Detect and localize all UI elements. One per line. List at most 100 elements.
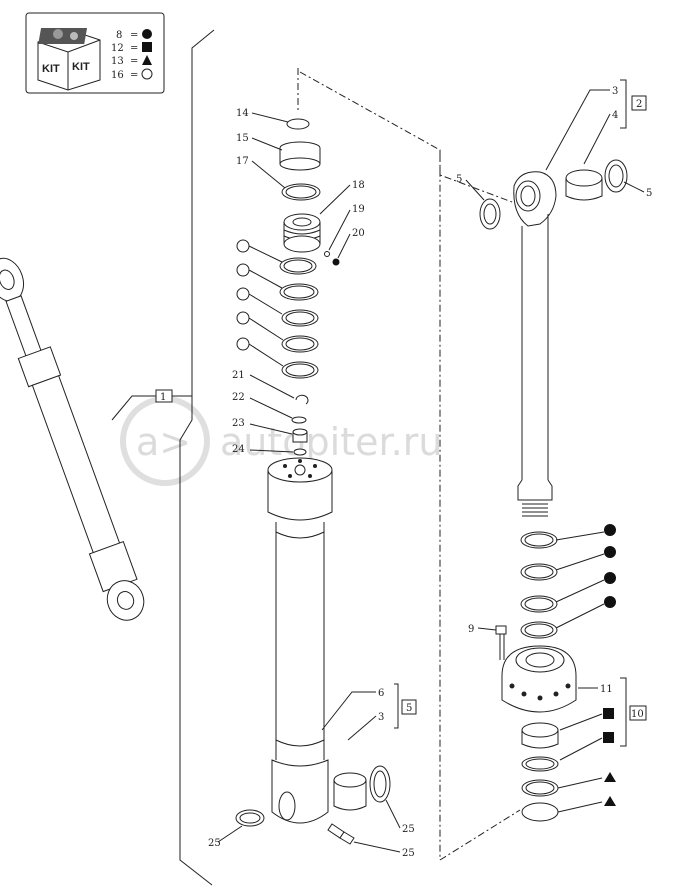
filled-circle-icon (142, 29, 152, 39)
callout-label: 21 (232, 370, 245, 381)
callout-label: 6 (378, 688, 384, 699)
rod-seal-rings (520, 531, 558, 639)
callout-label: 5 (406, 703, 412, 714)
watermark-logo: a> (136, 420, 191, 464)
leader-line (337, 233, 351, 259)
open-circle-icon (236, 287, 250, 301)
part-19-ball (324, 251, 330, 257)
axis-line-bottom (439, 809, 521, 861)
callout-label: 14 (236, 108, 249, 119)
callout-label: 3 (612, 86, 618, 97)
callout-label: 25 (208, 838, 221, 849)
callout-label: 25 (402, 848, 415, 859)
kit-legend: KIT KIT 8 = 12 = 13 = 16 = (25, 12, 165, 94)
leader-line (385, 799, 401, 829)
part-24-oring (293, 448, 307, 456)
part-23-nut (292, 428, 308, 443)
part-14-ring (286, 118, 310, 130)
leader-line (353, 841, 401, 853)
callout-label: 23 (232, 418, 245, 429)
part-5-rod-seal (479, 198, 501, 230)
filled-square-icon (603, 732, 614, 743)
callout-label: 4 (612, 110, 618, 121)
leader-line (321, 691, 376, 731)
leader-line (465, 179, 485, 201)
leader-line (623, 181, 645, 193)
part-22-washer (291, 416, 307, 424)
callout-label: 20 (352, 228, 365, 239)
kit-row-eq: = (130, 70, 138, 81)
leader-line (251, 160, 286, 189)
leader-line (545, 89, 610, 171)
leader-line (347, 715, 377, 741)
part-21-clip (295, 394, 309, 405)
leader-lines (555, 531, 605, 629)
bracket (620, 79, 627, 129)
kit-row-num: 8 (116, 30, 122, 41)
callout-label: 11 (600, 684, 613, 695)
kit-badge-right: KIT (72, 61, 90, 73)
leader-line (249, 397, 293, 419)
callout-label: 5 (646, 188, 652, 199)
part-20-ball (332, 258, 340, 266)
seal-ring-stack (279, 257, 319, 379)
kit-marks-open-circles (236, 239, 250, 351)
callout-label: 17 (236, 156, 249, 167)
kit-marks-filled-circles (604, 524, 616, 608)
leader-line (249, 449, 294, 453)
watermark: a> autopiter.ru (120, 396, 442, 486)
kit-row-eq: = (130, 43, 138, 54)
filled-triangle-icon (604, 796, 616, 806)
leader-line (111, 395, 156, 421)
axis-line-rod (439, 150, 521, 206)
kit-marks-filled-squares (603, 708, 614, 743)
kit-marks-filled-triangles (604, 772, 616, 806)
cylinder-barrel (267, 457, 333, 824)
part-17-seal (281, 183, 321, 201)
open-circle-icon (236, 311, 250, 325)
filled-triangle-icon (142, 55, 152, 65)
piston-rod (513, 171, 557, 517)
open-circle-icon (236, 337, 250, 351)
open-circle-icon (236, 239, 250, 253)
leader-line (251, 137, 283, 151)
filled-circle-icon (604, 524, 616, 536)
part-bushing-gland (521, 722, 559, 749)
gland-head (501, 645, 577, 713)
leader-line (249, 423, 293, 435)
kit-row-eq: = (130, 56, 138, 67)
leader-lines (248, 245, 284, 367)
callout-label: 9 (468, 624, 474, 635)
callout-box-2 (631, 95, 647, 111)
leader-lines (557, 777, 603, 813)
leader-line (251, 112, 289, 123)
filled-triangle-icon (604, 772, 616, 782)
callout-label: 18 (352, 180, 365, 191)
leader-line (583, 113, 611, 165)
leader-line (477, 627, 497, 631)
callout-label: 1 (160, 392, 166, 403)
callout-label: 15 (236, 133, 249, 144)
part-9-bolt (495, 625, 507, 660)
open-circle-icon (141, 68, 153, 80)
part-4-rod-bushing (565, 159, 628, 201)
callout-label: 2 (636, 99, 642, 110)
part-25-grease-fitting (327, 823, 355, 845)
callout-label: 22 (232, 392, 245, 403)
callout-box-6 (401, 699, 417, 715)
callout-label: 3 (378, 712, 384, 723)
callout-label: 24 (232, 444, 245, 455)
kit-box-icon (37, 28, 101, 91)
part-18-piston-seal-stack (283, 213, 321, 253)
bracket (620, 677, 627, 747)
filled-circle-icon (604, 572, 616, 584)
leader-line (319, 184, 351, 215)
kit-legend-frame (25, 12, 165, 94)
kit-row-num: 13 (111, 56, 124, 67)
callout-label: 5 (456, 174, 462, 185)
assembly-boundary-line (179, 29, 215, 886)
gland-rings (521, 756, 559, 822)
filled-square-icon (603, 708, 614, 719)
callout-label: 25 (402, 824, 415, 835)
